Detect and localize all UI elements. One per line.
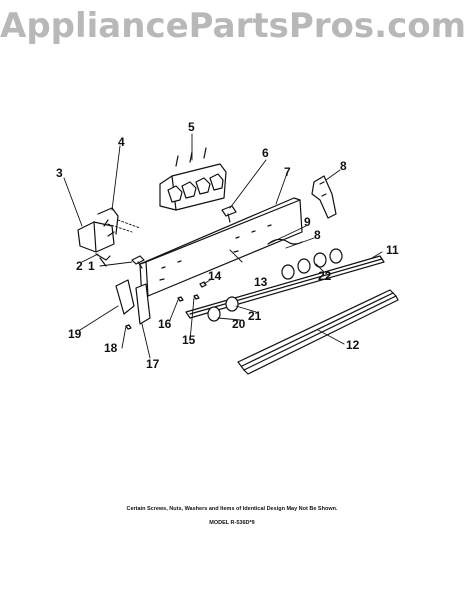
part-17-bracket: [135, 283, 151, 325]
callout-4: 4: [118, 135, 125, 149]
part-5-switch-block: [159, 147, 227, 211]
callout-18: 18: [104, 341, 118, 355]
part-13-control-panel: [139, 197, 303, 301]
callout-20: 20: [232, 317, 246, 331]
callout-14: 14: [208, 269, 222, 283]
part-21-pad: [225, 296, 239, 312]
callout-6: 6: [262, 146, 269, 160]
footnote-text: Certain Screws, Nuts, Washers and Items …: [126, 506, 338, 512]
part-3-switch: [77, 207, 119, 253]
part-19-bracket: [115, 279, 135, 315]
callout-3: 3: [56, 166, 63, 180]
part-22-knobs: [281, 248, 343, 280]
callout-15: 15: [182, 333, 196, 347]
part-15-screw: [193, 294, 200, 300]
callout-8-upper: 8: [340, 159, 347, 173]
callout-21: 21: [248, 309, 262, 323]
callout-22: 22: [318, 269, 332, 283]
callout-2: 2: [76, 259, 83, 273]
part-8-bracket-upper: [311, 175, 337, 219]
callout-5: 5: [188, 120, 195, 134]
part-18-screw: [125, 324, 132, 330]
callout-7: 7: [284, 165, 291, 179]
part-20-pad: [207, 306, 221, 322]
callout-13: 13: [254, 275, 268, 289]
callout-9: 9: [304, 215, 311, 229]
callout-11: 11: [386, 243, 399, 257]
part-6-screw: [221, 205, 237, 223]
watermark-logo: AppliancePartsPros.com: [0, 6, 464, 46]
callout-16: 16: [158, 317, 172, 331]
callout-8-lower: 8: [314, 228, 321, 242]
model-number: MODEL R-536D*9: [209, 520, 255, 526]
callout-17: 17: [146, 357, 160, 371]
callout-12: 12: [346, 338, 360, 352]
part-16-screw: [177, 296, 184, 302]
part-2-lead: [95, 253, 111, 267]
leader-lines: [63, 133, 383, 359]
part-14-screw: [199, 281, 207, 288]
callout-19: 19: [68, 327, 82, 341]
callout-1: 1: [88, 259, 95, 273]
part-1-screw: [131, 255, 145, 269]
